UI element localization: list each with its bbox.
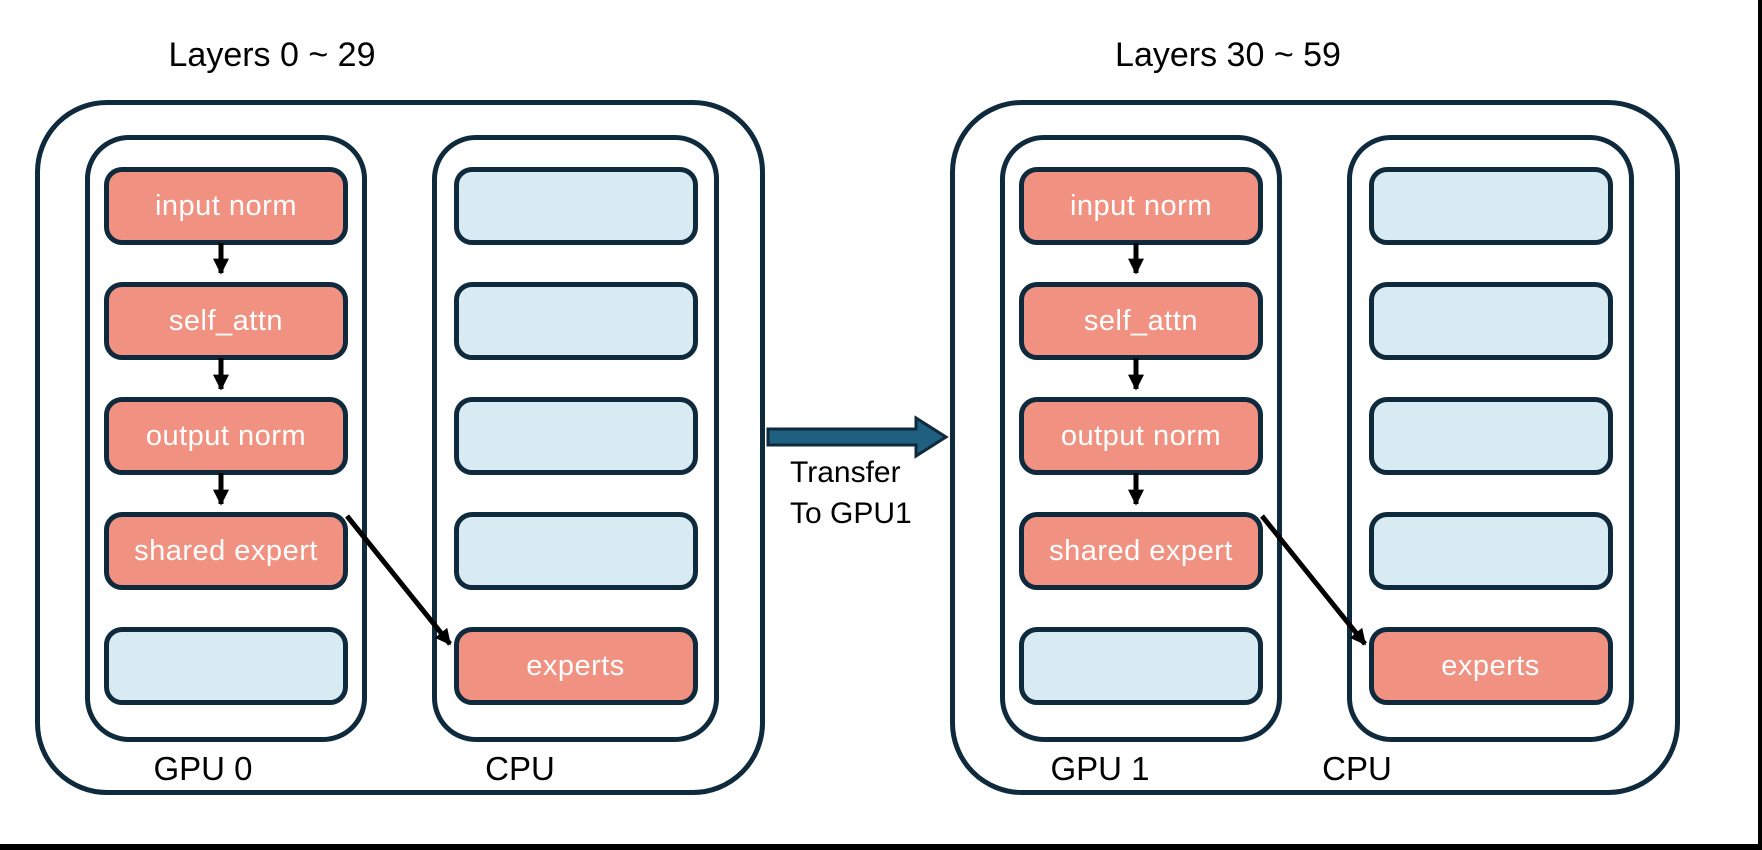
cpu1-block-empty-3 (1368, 397, 1613, 475)
group1-node-container: input norm self_attn output norm shared … (35, 100, 765, 795)
group1-gpu-label: GPU 0 (153, 750, 253, 787)
cpu1-block-empty-2 (1368, 282, 1613, 360)
cpu0-block-experts: experts (453, 627, 698, 705)
group2-title: Layers 30 ~ 59 (1115, 36, 1341, 74)
cpu1-block-empty-1 (1368, 167, 1613, 245)
gpu1-block-input-norm: input norm (1019, 167, 1263, 245)
gpu0-block-input-norm: input norm (104, 167, 348, 245)
group1-cpu-column: experts (432, 135, 719, 742)
group1-gpu-column: input norm self_attn output norm shared … (85, 135, 367, 742)
gpu0-block-shared-expert: shared expert (104, 512, 348, 590)
transfer-label: Transfer To GPU1 (790, 452, 912, 534)
gpu0-block-self-attn: self_attn (104, 282, 348, 360)
screen-edge-bottom (0, 844, 1762, 850)
gpu0-block-empty (104, 627, 348, 705)
cpu1-block-empty-4 (1368, 512, 1613, 590)
cpu0-block-empty-4 (453, 512, 698, 590)
group2-gpu-column: input norm self_attn output norm shared … (1000, 135, 1282, 742)
cpu0-block-empty-2 (453, 282, 698, 360)
gpu0-block-output-norm: output norm (104, 397, 348, 475)
group2-node-container: input norm self_attn output norm shared … (950, 100, 1680, 795)
cpu0-block-empty-1 (453, 167, 698, 245)
cpu1-block-experts: experts (1368, 627, 1613, 705)
gpu1-block-empty (1019, 627, 1263, 705)
transfer-label-line1: Transfer (790, 456, 901, 489)
group2-cpu-column: experts (1347, 135, 1634, 742)
transfer-label-line2: To GPU1 (790, 497, 912, 530)
group1-cpu-label: CPU (485, 750, 555, 787)
gpu1-block-self-attn: self_attn (1019, 282, 1263, 360)
screen-edge-right (1758, 0, 1762, 850)
cpu0-block-empty-3 (453, 397, 698, 475)
gpu1-block-output-norm: output norm (1019, 397, 1263, 475)
group2-cpu-label: CPU (1322, 750, 1392, 787)
gpu1-block-shared-expert: shared expert (1019, 512, 1263, 590)
group1-title: Layers 0 ~ 29 (168, 36, 376, 74)
transfer-arrow (766, 415, 949, 459)
group2-gpu-label: GPU 1 (1050, 750, 1150, 787)
